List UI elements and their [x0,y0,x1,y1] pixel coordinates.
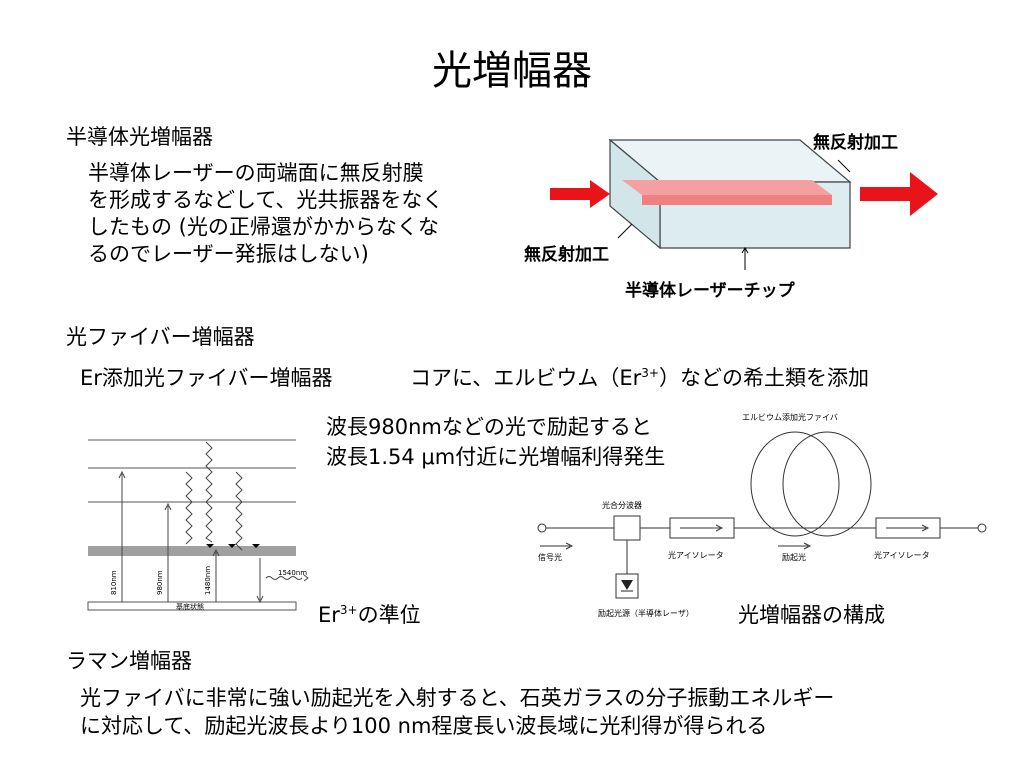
leader-arrow-icon [741,247,749,254]
levels-caption: Er3+の準位 [318,599,421,629]
input-arrow-icon [550,180,610,208]
arrowhead-icon [164,502,172,511]
chip-label: 半導体レーザーチップ [625,281,795,301]
arrowhead-icon [803,542,812,550]
raman-line: に対応して、励起光波長より100 nm程度長い波長域に光利得が得られる [80,714,768,738]
levels-caption-suffix: の準位 [357,603,421,627]
fiber-coil-loop [750,431,840,537]
ground-label: 基底状態 [176,602,204,611]
arrowhead-icon [206,544,214,548]
active-stripe-top [622,180,832,195]
pump-description: 波長980nmなどの光で励起すると 波長1.54 μm付近に光増幅利得発生 [326,412,665,472]
pump-line: 波長980nmなどの光で励起すると [326,415,652,439]
active-stripe-front [642,195,832,205]
semi-chip-diagram [550,138,938,270]
semi-desc-line: るのでレーザー発振はしない) [88,242,369,266]
raman-description: 光ファイバに非常に強い励起光を入射すると、石英ガラスの分子振動エネルギー に対応… [80,684,834,740]
arrowhead-icon [565,542,574,550]
relaxation-wave [205,441,213,543]
coupler-box [613,515,641,541]
arrowhead-icon [212,548,220,557]
levels-caption-sup: 3+ [339,603,358,617]
config-caption: 光増幅器の構成 [738,603,885,627]
laser-diode-icon [621,580,633,590]
pump-line: 波長1.54 μm付近に光増幅利得発生 [326,445,666,469]
fiber-coil-loop [782,431,872,537]
ar-coating-left-label: 無反射加工 [524,245,609,265]
leader-line-top [837,159,851,173]
fiber-coil-label: エルビウム添加光ファイバ [742,412,838,422]
arrowhead-icon [252,544,260,548]
metastable-band [88,546,296,556]
pump-source-label: 励起光源（半導体レーザ） [598,608,694,618]
arrowhead-icon [303,574,309,582]
arrowhead-icon [715,524,724,532]
core-prefix: コアに、エルビウム（Er [410,366,642,390]
ar-coating-top-label: 無反射加工 [813,133,898,153]
levels-caption-prefix: Er [318,603,340,627]
ground-level [87,601,297,611]
raman-heading: ラマン増幅器 [66,649,192,673]
arrowhead-icon [118,470,126,479]
input-port [537,523,547,533]
fiber-heading: 光ファイバー増幅器 [66,325,255,349]
energy-level-diagram: 810nm 980nm 1480nm 1540nm 基底状態 [87,439,309,611]
core-description: コアに、エルビウム（Er3+）などの希土類を添加 [410,362,869,392]
arrow-label: 980nm [156,570,164,595]
chip-side-face [609,138,661,250]
emission-wave [265,576,303,580]
core-sup: 3+ [641,366,659,380]
semi-desc-line: を形成するなどして、光共振器をなく [88,188,444,212]
core-suffix: ）などの希土類を添加 [658,366,869,390]
signal-label: 信号光 [538,552,562,562]
semi-description: 半導体レーザーの両端面に無反射膜 を形成するなどして、光共振器をなく したもの … [88,160,508,268]
isolator-1-label: 光アイソレータ [668,550,724,560]
edfa-label: Er添加光ファイバー増幅器 [80,366,333,390]
pump-light-label: 励起光 [782,552,806,562]
slide-title: 光増幅器 [432,48,592,94]
relaxation-wave [235,471,243,551]
arrow-label: 810nm [110,570,118,595]
arrowhead-icon [228,544,236,548]
isolator-2-label: 光アイソレータ [874,550,930,560]
raman-line: 光ファイバに非常に強い励起光を入射すると、石英ガラスの分子振動エネルギー [80,686,835,710]
semi-heading: 半導体光増幅器 [66,125,213,149]
arrowhead-icon [256,595,264,604]
emission-label: 1540nm [278,569,307,577]
amplifier-config-diagram: エルビウム添加光ファイバ 光合分波器 信号光 光アイソレータ 励起光 光アイソレ… [537,412,987,618]
semi-desc-line: 半導体レーザーの両端面に無反射膜 [88,161,424,185]
leader-line-left [617,223,633,239]
relaxation-wave [185,471,193,545]
arrow-label: 1480nm [204,566,212,595]
output-port [977,523,987,533]
coupler-label: 光合分波器 [602,500,642,510]
semi-desc-line: したもの (光の正帰還がかからなくな [88,215,439,239]
arrowhead-icon [921,524,930,532]
output-arrow-icon [860,172,938,216]
